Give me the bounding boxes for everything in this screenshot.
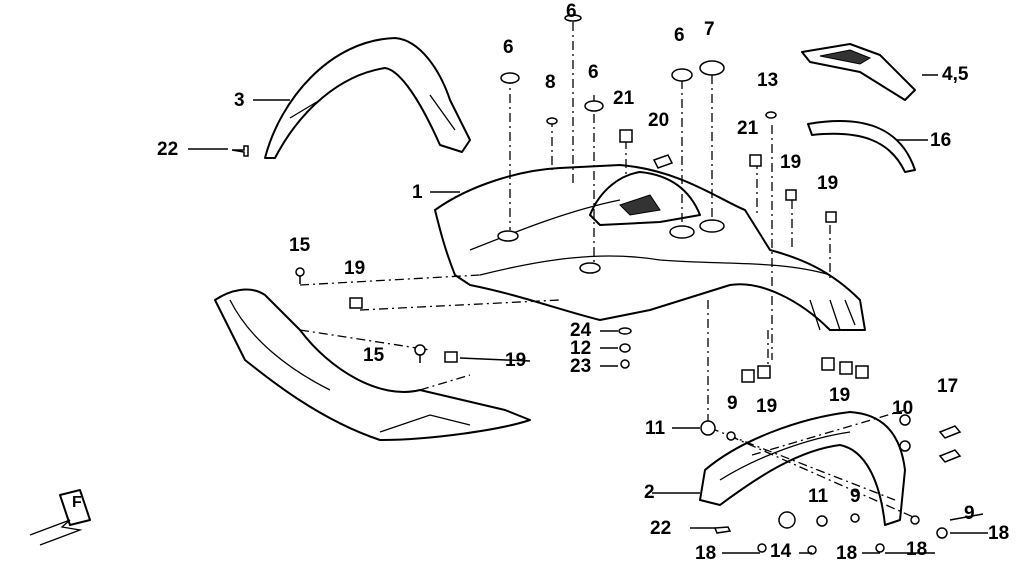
callout-18: 18 <box>906 539 928 560</box>
callout-11: 11 <box>645 418 666 439</box>
callout-17: 17 <box>937 376 959 397</box>
callout-20: 20 <box>648 110 670 131</box>
callout-6: 6 <box>674 25 685 46</box>
callout-3: 3 <box>234 90 245 111</box>
callout-1: 1 <box>412 182 423 203</box>
callout-21: 21 <box>613 88 635 109</box>
direction-marker <box>29 489 91 546</box>
callout-15: 15 <box>289 235 311 256</box>
callout-19: 19 <box>344 258 366 279</box>
callout-21: 21 <box>737 118 759 139</box>
callout-14: 14 <box>770 541 792 562</box>
callout-7: 7 <box>704 19 715 40</box>
callout-18: 18 <box>836 543 858 564</box>
callout-12: 12 <box>570 338 592 359</box>
callout-22: 22 <box>650 518 672 539</box>
callout-6: 6 <box>588 62 599 83</box>
callout-2: 2 <box>644 482 655 503</box>
callout-18: 18 <box>695 543 717 564</box>
fasteners <box>231 14 962 555</box>
callout-19: 19 <box>829 385 851 406</box>
callout-11: 11 <box>808 486 829 507</box>
callout-19: 19 <box>817 173 839 194</box>
callout-9: 9 <box>964 503 975 524</box>
callout-8: 8 <box>545 72 556 93</box>
callout-6: 6 <box>503 37 514 58</box>
callout-6: 6 <box>566 1 577 22</box>
callout-9: 9 <box>727 393 738 414</box>
part-3-fender-arch <box>264 37 471 159</box>
part-4-5-panel <box>801 43 916 101</box>
part-front-lower-panel <box>214 288 531 441</box>
part-1-front-body <box>434 164 866 331</box>
callout-18: 18 <box>988 523 1010 544</box>
callout-13: 13 <box>757 70 779 91</box>
callout-19: 19 <box>780 152 802 173</box>
callout-23: 23 <box>570 356 592 377</box>
callout-19: 19 <box>505 350 527 371</box>
callout-15: 15 <box>363 345 385 366</box>
callout-22: 22 <box>157 139 179 160</box>
direction-marker-letter: F <box>72 494 82 511</box>
leader-lines <box>188 74 988 554</box>
part-2-side-fender <box>699 411 906 526</box>
callout-10: 10 <box>892 398 914 419</box>
callout-16: 16 <box>930 130 952 151</box>
callout-19: 19 <box>756 396 778 417</box>
callout-24: 24 <box>570 320 592 341</box>
part-16-decal <box>807 120 916 173</box>
callout-9: 9 <box>850 486 861 507</box>
callout-4-5: 4,5 <box>942 64 969 85</box>
